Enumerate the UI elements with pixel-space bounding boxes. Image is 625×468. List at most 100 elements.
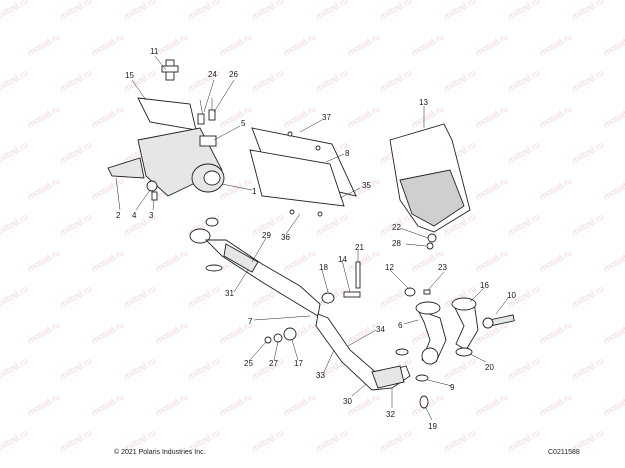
callout-7: 7 xyxy=(248,317,253,326)
watermark-text: motod.ru xyxy=(154,391,190,417)
watermark-text: motod.ru xyxy=(58,139,94,165)
watermark-text: motod.ru xyxy=(538,31,574,57)
stud-part-21 xyxy=(355,261,361,289)
watermark-text: motod.ru xyxy=(314,0,350,22)
watermark-text: motod.ru xyxy=(602,319,625,345)
watermark-text: motod.ru xyxy=(250,67,286,93)
callout-8: 8 xyxy=(345,149,350,158)
watermark-text: motod.ru xyxy=(378,0,414,22)
watermark-text: motod.ru xyxy=(58,211,94,237)
watermark-text: motod.ru xyxy=(58,283,94,309)
grommet-part-22 xyxy=(427,233,437,243)
bolt-part-3 xyxy=(151,191,158,201)
callout-26: 26 xyxy=(229,70,238,79)
elbow-6-flange xyxy=(415,301,441,315)
callout-12: 12 xyxy=(385,263,394,272)
watermark-text: motod.ru xyxy=(154,31,190,57)
watermark-text: motod.ru xyxy=(90,391,126,417)
callout-15: 15 xyxy=(125,71,134,80)
watermark-text: motod.ru xyxy=(474,103,510,129)
watermark-text: motod.ru xyxy=(90,31,126,57)
screw-part-36-b xyxy=(317,211,323,217)
watermark-text: motod.ru xyxy=(218,31,254,57)
callout-20: 20 xyxy=(485,363,494,372)
watermark-text: motod.ru xyxy=(218,103,254,129)
callout-labels: 1 2 3 4 5 6 7 8 9 10 11 12 13 14 15 16 1… xyxy=(116,47,516,431)
callout-33: 33 xyxy=(316,371,325,380)
callout-3: 3 xyxy=(149,211,154,220)
watermark-text: motod.ru xyxy=(26,247,62,273)
watermark-text: motod.ru xyxy=(538,175,574,201)
callout-30: 30 xyxy=(343,397,352,406)
watermark-text: motod.ru xyxy=(250,0,286,22)
watermark-text: motod.ru xyxy=(602,31,625,57)
watermark-text: motod.ru xyxy=(474,391,510,417)
watermark-text: motod.ru xyxy=(282,391,318,417)
callout-1: 1 xyxy=(252,187,257,196)
callout-13: 13 xyxy=(419,98,428,107)
spark-arrestor-tip xyxy=(107,157,145,179)
callout-14: 14 xyxy=(338,255,347,264)
callout-34: 34 xyxy=(376,325,385,334)
y-pipe-assembly xyxy=(264,313,429,409)
watermark-text: motod.ru xyxy=(122,0,158,22)
copyright-notice: © 2021 Polaris Industries Inc. xyxy=(114,449,206,456)
watermark-text: motod.ru xyxy=(506,67,542,93)
watermark-text: motod.ru xyxy=(378,67,414,93)
watermark-text: motod.ru xyxy=(58,355,94,381)
callout-35: 35 xyxy=(362,181,371,190)
callout-21: 21 xyxy=(355,243,364,252)
watermark-text: motod.ru xyxy=(154,319,190,345)
watermark-text: motod.ru xyxy=(26,319,62,345)
spring-part-left xyxy=(205,264,223,272)
heat-shield-part xyxy=(137,97,197,131)
heat-shield-shading xyxy=(399,169,465,227)
spring-part-19 xyxy=(419,395,429,409)
watermark-text: motod.ru xyxy=(122,355,158,381)
callout-23: 23 xyxy=(438,263,447,272)
watermark-text: motod.ru xyxy=(602,175,625,201)
o-ring-part-18 xyxy=(321,292,335,304)
watermark-text: motod.ru xyxy=(314,427,350,453)
spring-part-mid xyxy=(395,348,409,356)
callout-22: 22 xyxy=(392,223,401,232)
washer-part-17 xyxy=(283,327,297,341)
callout-19: 19 xyxy=(428,422,437,431)
watermark-text: motod.ru xyxy=(186,355,222,381)
watermark-text: motod.ru xyxy=(442,427,478,453)
watermark-text: motod.ru xyxy=(314,67,350,93)
o2-sensor-nut xyxy=(482,317,494,329)
watermark-text: motod.ru xyxy=(0,139,30,165)
watermark-text: motod.ru xyxy=(186,283,222,309)
watermark-text: motod.ru xyxy=(506,355,542,381)
nut-part-25 xyxy=(264,336,272,344)
callout-9: 9 xyxy=(450,383,455,392)
watermark-text: motod.ru xyxy=(538,103,574,129)
watermark-text: motod.ru xyxy=(90,247,126,273)
callout-25: 25 xyxy=(244,359,253,368)
watermark-text: motod.ru xyxy=(0,211,30,237)
callout-5: 5 xyxy=(241,119,246,128)
watermark-text: motod.ru xyxy=(538,247,574,273)
watermark-text: motod.ru xyxy=(410,31,446,57)
watermark-text: motod.ru xyxy=(506,427,542,453)
watermark-text: motod.ru xyxy=(570,355,606,381)
bracket-part-5 xyxy=(199,135,217,147)
watermark-text: motod.ru xyxy=(442,0,478,22)
watermark-text: motod.ru xyxy=(250,427,286,453)
callout-24: 24 xyxy=(208,70,217,79)
watermark-text: motod.ru xyxy=(154,247,190,273)
stud-part-23 xyxy=(423,289,431,295)
watermark-layer: motod.ru motod.ru motod.ru motod.ru motod.ru… xyxy=(0,0,625,454)
watermark-text: motod.ru xyxy=(0,67,30,93)
watermark-text: motod.ru xyxy=(506,0,542,22)
watermark-text: motod.ru xyxy=(506,139,542,165)
callout-11: 11 xyxy=(150,47,159,56)
watermark-text: motod.ru xyxy=(26,31,62,57)
watermark-text: motod.ru xyxy=(570,0,606,22)
watermark-text: motod.ru xyxy=(602,103,625,129)
watermark-text: motod.ru xyxy=(602,391,625,417)
gasket-part-12 xyxy=(404,287,416,297)
head-pipe-assembly xyxy=(189,217,361,317)
watermark-text: motod.ru xyxy=(570,139,606,165)
